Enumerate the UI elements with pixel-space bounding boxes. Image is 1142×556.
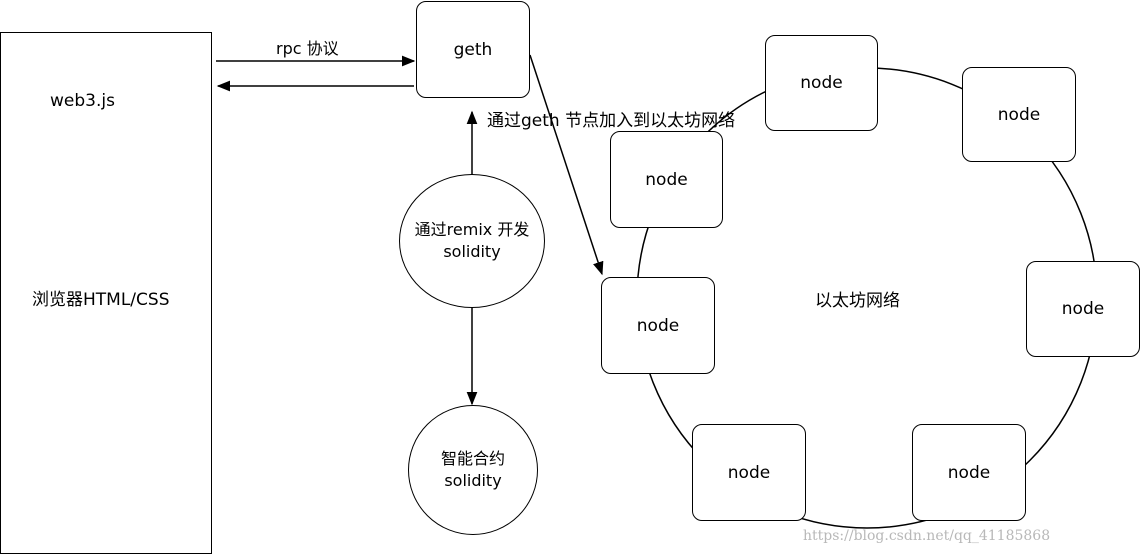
network-node: node bbox=[601, 277, 715, 374]
smart-contract-circle: 智能合约 solidity bbox=[408, 405, 538, 535]
node-label: node bbox=[800, 73, 843, 93]
node-label: node bbox=[636, 315, 680, 336]
rpc-label: rpc 协议 bbox=[276, 39, 339, 58]
network-node: node bbox=[1026, 261, 1140, 357]
network-label: 以太坊网络 bbox=[815, 291, 900, 311]
geth-label: geth bbox=[453, 39, 493, 60]
remix-circle: 通过remix 开发 solidity bbox=[399, 174, 545, 308]
browser-panel bbox=[0, 32, 212, 554]
browser-title: 浏览器HTML/CSS bbox=[32, 290, 170, 310]
network-node: node bbox=[912, 424, 1026, 521]
geth-node: geth bbox=[416, 1, 530, 98]
remix-line1: 通过remix 开发 bbox=[414, 220, 530, 239]
join-network-label: 通过geth 节点加入到以太坊网络 bbox=[487, 111, 736, 131]
contract-line1: 智能合约 bbox=[440, 449, 505, 468]
network-node: node bbox=[765, 35, 878, 131]
node-label: node bbox=[997, 104, 1041, 125]
node-label: node bbox=[947, 462, 991, 483]
network-node: node bbox=[692, 424, 806, 521]
web3-label: web3.js bbox=[50, 91, 115, 111]
remix-line2: solidity bbox=[443, 242, 501, 261]
network-node: node bbox=[610, 131, 723, 228]
node-label: node bbox=[727, 462, 771, 483]
node-label: node bbox=[645, 169, 688, 190]
join-network-arrow bbox=[529, 54, 604, 276]
network-node: node bbox=[962, 67, 1076, 162]
watermark-text: https://blog.csdn.net/qq_41185868 bbox=[803, 528, 1051, 544]
contract-line2: solidity bbox=[444, 471, 502, 490]
node-label: node bbox=[1061, 299, 1105, 319]
